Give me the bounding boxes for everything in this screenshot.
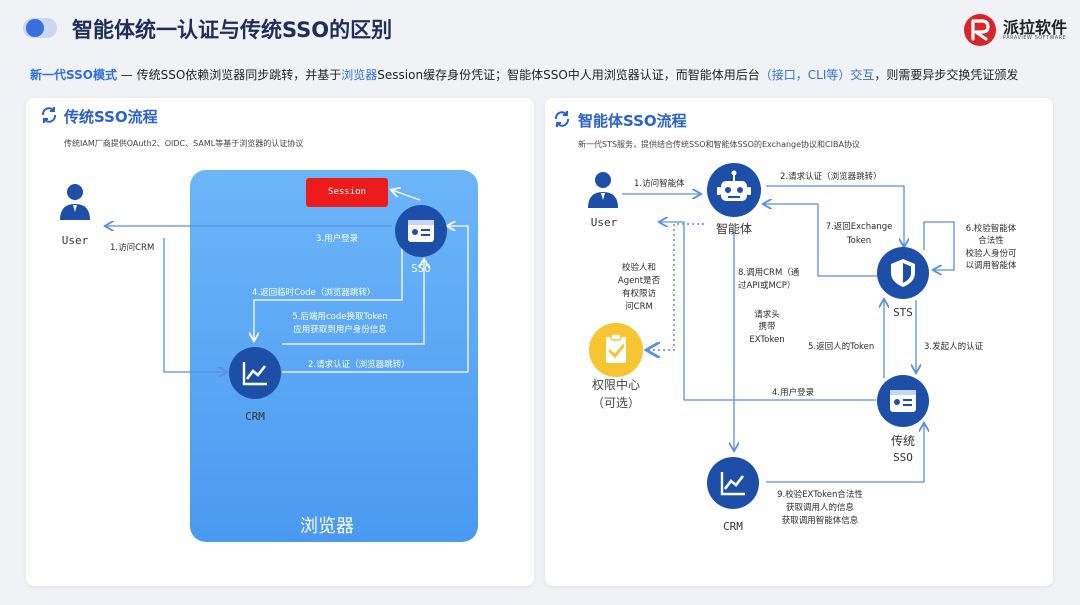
right-user-label: User [590, 216, 618, 229]
subtitle-highlight-browser: 浏览器 [341, 68, 378, 82]
right-panel-title: 智能体SSO流程 [578, 112, 687, 130]
right-step8-label-a: 8.调用CRM（通 [738, 268, 800, 278]
permission-optional-label: （可选） [591, 396, 640, 410]
browser-label: 浏览器 [300, 516, 354, 537]
refresh-icon-right [553, 110, 571, 132]
arrow-sso-session [392, 190, 421, 201]
left-crm-label: CRM [245, 410, 265, 423]
right-user-icon [586, 170, 620, 214]
right-step8-label-b: 过API或MCP） [738, 281, 796, 291]
right-step2-label: 2.请求认证（浏览器跳转） [780, 172, 882, 182]
right-step7-label-a: 7.返回Exchange [825, 222, 893, 232]
refresh-icon [40, 106, 58, 128]
right-step1-label: 1.访问智能体 [634, 179, 685, 189]
left-step5-label-b: 应用获取到用户身份信息 [293, 325, 387, 335]
right-step9-label-b: 获取调用人的信息 [785, 503, 854, 513]
right-panel-desc: 新一代STS服务，提供结合传统SSO和智能体SSO的Exchange协议和CIB… [578, 140, 860, 149]
perm-question-d: 问CRM [625, 302, 653, 312]
logo-text: 派拉软件 [1003, 18, 1068, 37]
left-step2-label: 2.请求认证（浏览器跳转） [308, 360, 410, 370]
left-step3-label: 3.用户登录 [316, 234, 359, 244]
left-panel-title: 传统SSO流程 [64, 108, 158, 126]
traditional-sso-label-a: 传统 [890, 434, 915, 448]
subtitle: 新一代SSO模式 — 传统SSO依赖浏览器同步跳转，并基于浏览器Session缓… [30, 66, 1018, 83]
session-box: Session [306, 178, 388, 207]
sts-label: STS [893, 306, 913, 319]
right-step5-label: 5.返回人的Token [808, 342, 875, 352]
agent-robot-icon [706, 162, 762, 222]
user-icon [58, 182, 92, 226]
sts-shield-icon [876, 246, 930, 304]
arrow-step1 [163, 238, 226, 372]
left-step4-label: 4.返回临时Code（浏览器跳转） [252, 288, 376, 298]
right-step6-label-b: 合法性 [978, 236, 1004, 246]
right-step9-label-a: 9.校验EXToken合法性 [777, 490, 863, 500]
subtitle-text-a: 传统SSO依赖浏览器同步跳转，并基于 [136, 68, 342, 82]
permission-center-label: 权限中心 [591, 378, 640, 392]
subtitle-text-c: ，则需要异步交换凭证颁发 [874, 68, 1019, 82]
permission-clipboard-icon [588, 322, 644, 382]
logo-subtext: PARAVIEW SOFTWARE [1003, 35, 1067, 41]
page-title: 智能体统一认证与传统SSO的区别 [72, 18, 393, 42]
right-step4-label: 4.用户登录 [772, 388, 815, 398]
right-step7-label-b: Token [846, 236, 872, 246]
right-step6-label-c: 校验人身份可 [965, 249, 1017, 259]
perm-question-a: 校验人和 [621, 263, 656, 273]
subtitle-highlight-interface: （接口，CLI等）交互 [759, 68, 875, 82]
left-panel-desc: 传统IAM厂商提供OAuth2、OIDC、SAML等基于浏览器的认证协议 [64, 139, 304, 148]
right-step9-label-c: 获取调用智能体信息 [781, 516, 859, 526]
right-step8-label-c: 请求头 [754, 310, 780, 320]
paraview-logo-icon [962, 12, 998, 48]
left-user-label: User [61, 234, 89, 247]
right-step8-label-e: EXToken [749, 335, 785, 345]
left-step1-label: 1.访问CRM [110, 243, 155, 253]
right-crm-label: CRM [723, 520, 743, 533]
right-step6-label-d: 以调用智能体 [965, 261, 1017, 271]
subtitle-text-b: Session缓存身份凭证；智能体SSO中人用浏览器认证，而智能体用后台 [377, 68, 760, 82]
left-flow-arrows [0, 0, 469, 600]
right-crm-chart-icon [706, 456, 760, 514]
right-step8-label-d: 携带 [758, 322, 776, 332]
right-step6-label-a: 6.校验智能体 [965, 224, 1017, 234]
arrow-step5 [282, 260, 424, 345]
arrow-step4 [254, 248, 403, 340]
crm-chart-icon [228, 346, 282, 404]
right-step3-label: 3.发起人的认证 [924, 342, 984, 352]
toggle-icon [22, 16, 58, 40]
left-step5-label-a: 5.后端用code换取Token [292, 312, 388, 322]
agent-label: 智能体 [715, 222, 752, 236]
perm-question-b: Agent是否 [617, 276, 661, 286]
subtitle-mode: 新一代SSO模式 [30, 68, 117, 82]
traditional-sso-label-b: SSO [893, 451, 913, 464]
left-sso-label: SSO [411, 262, 431, 275]
arrow-step2 [282, 226, 469, 373]
subtitle-dash: — [116, 68, 137, 82]
perm-question-c: 有权限访 [621, 289, 656, 299]
traditional-sso-icon [876, 374, 930, 432]
sso-icon [394, 204, 448, 262]
